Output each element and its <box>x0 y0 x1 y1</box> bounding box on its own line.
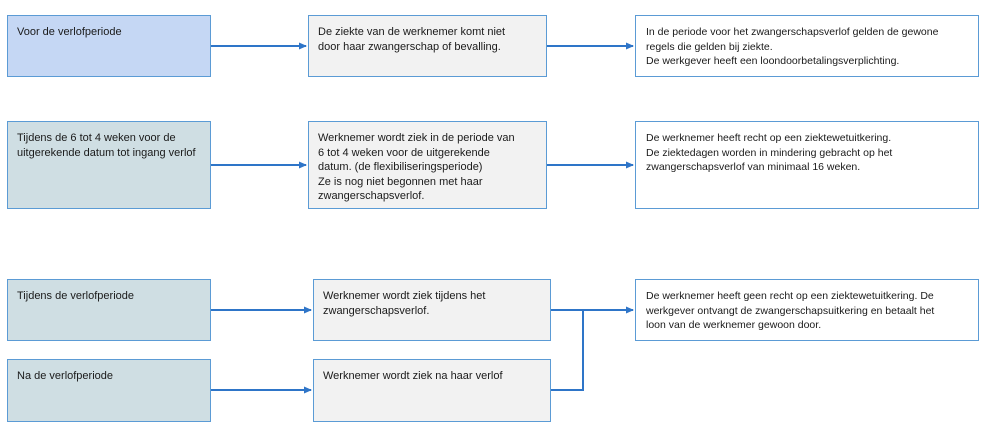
situation-box-flexibilisering: Werknemer wordt ziek in de periode van 6… <box>308 121 547 209</box>
connector-situation4-to-outcome3 <box>551 310 584 391</box>
phase-box-flexibilisering: Tijdens de 6 tot 4 weken voor de uitgere… <box>7 121 211 209</box>
outcome-box-zwangerschapsuitkering: De werknemer heeft geen recht op een zie… <box>635 279 979 341</box>
outcome-box-loondoorbetaling: In de periode voor het zwangerschapsverl… <box>635 15 979 77</box>
situation-box-tijdens-verlof: Werknemer wordt ziek tijdens het zwanger… <box>313 279 551 341</box>
situation-box-na-verlof: Werknemer wordt ziek na haar verlof <box>313 359 551 422</box>
phase-box-tijdens-verlof: Tijdens de verlofperiode <box>7 279 211 341</box>
situation-box-niet-zwangerschap: De ziekte van de werknemer komt niet doo… <box>308 15 547 77</box>
phase-box-na-verlof: Na de verlofperiode <box>7 359 211 422</box>
phase-box-voor-verlof: Voor de verlofperiode <box>7 15 211 77</box>
outcome-box-ziektewetuitkering: De werknemer heeft recht op een ziektewe… <box>635 121 979 209</box>
